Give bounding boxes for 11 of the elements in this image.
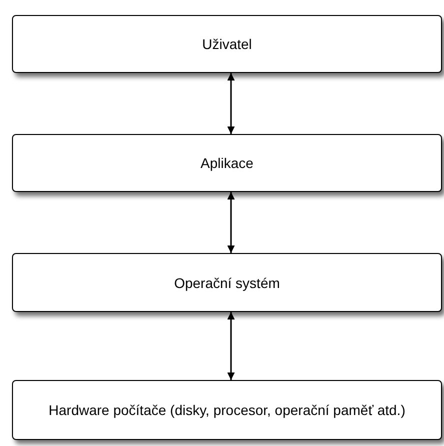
layer-label: Uživatel [201,36,253,52]
double-arrow [227,73,235,134]
layer-label: Aplikace [200,155,254,171]
double-arrow [227,312,235,380]
layer-label: Operační systém [173,274,281,290]
layer-box [12,134,442,192]
double-arrow [227,192,235,253]
layer-box [12,380,442,440]
layer-label: Hardware počítače (disky, procesor, operační paměť atd.) [48,402,406,418]
layer-box [12,253,442,312]
layer-box [12,15,442,73]
